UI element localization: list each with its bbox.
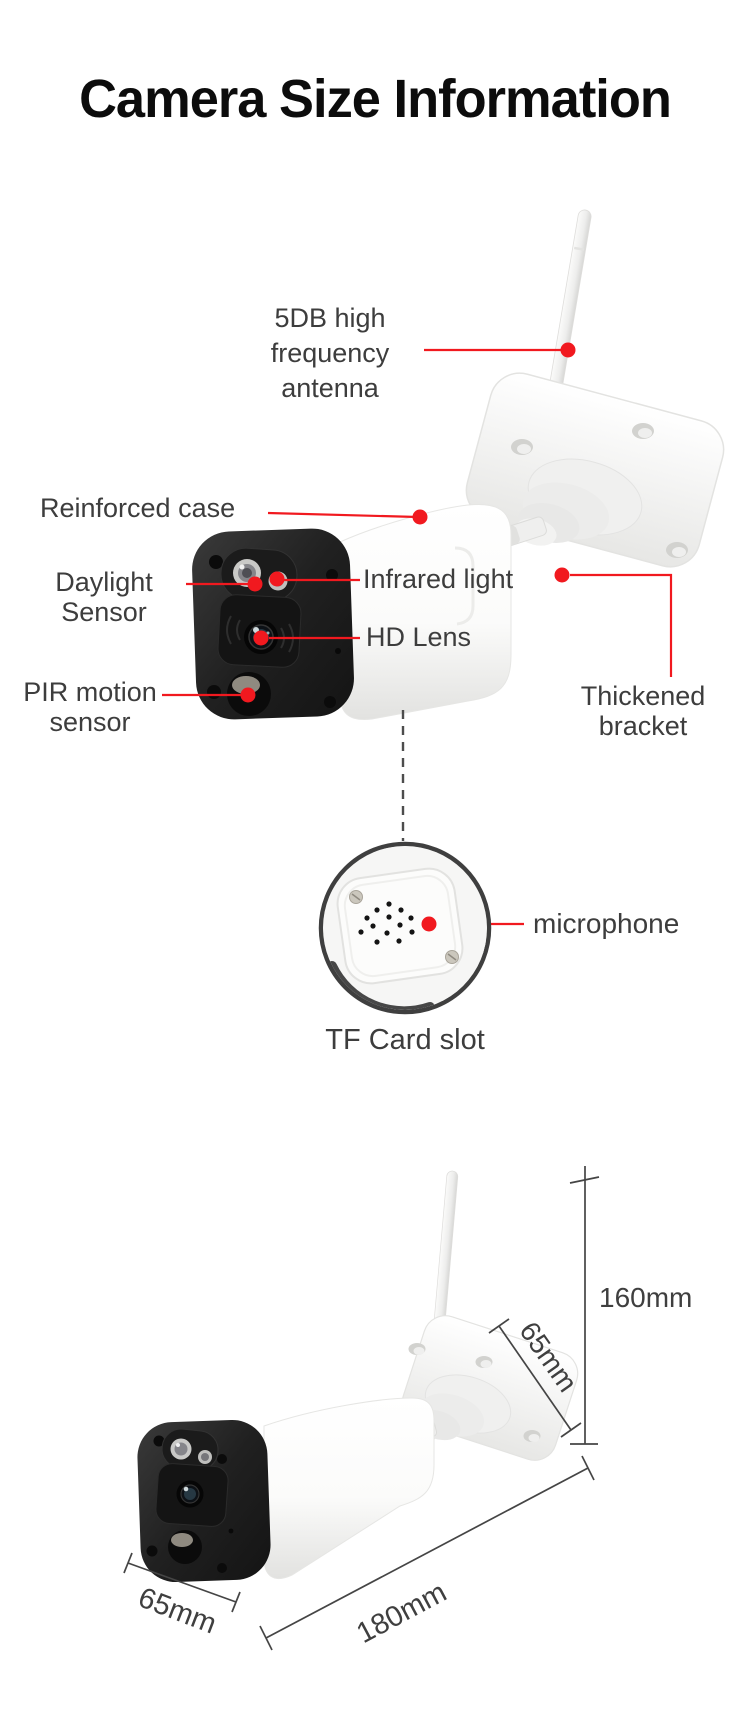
lens-highlight <box>183 1486 189 1492</box>
bottom-view-inset <box>318 841 492 1015</box>
microphone-label: microphone <box>533 908 680 939</box>
infrared-light-callout-dot <box>269 571 285 587</box>
face-screw-hole <box>153 1435 165 1447</box>
reinforced-case-callout-line <box>267 511 419 519</box>
thickened-bracket-label: Thickened bracket <box>580 681 706 741</box>
face-screw-hole <box>207 685 221 699</box>
pir-dome-small <box>171 1533 193 1547</box>
camera-body <box>339 503 512 721</box>
tf-card-slot-caption: TF Card slot <box>325 1024 485 1056</box>
dim-65-front-tick <box>123 1552 133 1574</box>
dim-180-tick <box>581 1455 595 1481</box>
face-screw-hole <box>146 1545 158 1557</box>
daylight-sensor-label: Daylight Sensor <box>55 567 153 627</box>
main-camera-photo <box>192 209 725 721</box>
callout-lines <box>162 342 673 932</box>
dimension-height-label: 160mm <box>599 1282 693 1313</box>
dim-160-top-tick <box>569 1176 600 1184</box>
size-camera-photo <box>137 1170 579 1583</box>
dim-65-bracket-tick <box>560 1422 582 1438</box>
reinforced-case-label: Reinforced case <box>40 493 236 523</box>
body-seam <box>454 546 475 626</box>
dim-65-bracket-line <box>498 1325 572 1431</box>
screw <box>349 890 459 964</box>
daylight-sensor-callout-dot <box>247 576 263 592</box>
microphone-holes <box>358 901 415 945</box>
hd-lens-callout-dot <box>253 630 269 646</box>
speaker-groove <box>226 615 241 645</box>
page-title: Camera Size Information <box>79 69 672 129</box>
dim-65-bracket-tick <box>488 1318 510 1334</box>
bracket-small <box>401 1315 579 1461</box>
hd-lens-label: HD Lens <box>366 622 472 652</box>
microphone-dot-inset <box>421 916 437 932</box>
face-screw-hole <box>217 1454 227 1464</box>
face-screw-hole <box>326 569 338 581</box>
camera-body-small <box>263 1397 435 1580</box>
face-screw-hole <box>217 1563 227 1573</box>
antenna-callout-dot <box>560 342 576 358</box>
dimension-lines <box>123 1166 600 1651</box>
face-screw-hole <box>209 555 223 569</box>
infrared-light-label: Infrared light <box>363 564 514 594</box>
pir-motion-sensor-label: PIR motion sensor <box>23 677 157 737</box>
dim-180-line <box>265 1467 589 1639</box>
infrared-light-lens-small <box>201 1453 209 1461</box>
mic-pinhole <box>335 648 341 654</box>
pir-callout-dot <box>240 687 256 703</box>
mic-pinhole <box>228 1528 234 1534</box>
dim-180-tick <box>259 1625 273 1651</box>
face-screw-hole <box>324 696 336 708</box>
antenna-label: 5DB high frequency antenna <box>270 303 390 403</box>
bracket-callout-dot <box>554 567 570 583</box>
dim-65-front-line <box>127 1562 237 1603</box>
bracket-callout-line <box>570 573 673 677</box>
lens-highlight <box>176 1443 180 1447</box>
reinforced-case-callout-dot <box>412 509 428 525</box>
dim-65-front-tick <box>231 1591 241 1613</box>
